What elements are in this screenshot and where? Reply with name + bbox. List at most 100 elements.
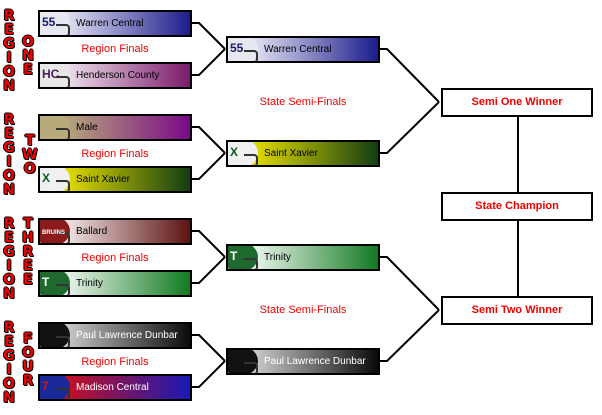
connector-region-3-top [192,230,226,258]
region-2-round-label: Region Finals [81,148,149,160]
region-letter: R [3,320,15,336]
connector-region-1-bottom [192,48,226,76]
connector-semi-4 [380,309,440,362]
region-letter: O [22,34,34,50]
team-name: Trinity [264,252,291,263]
connector-region-2-top [192,126,226,154]
region-letter: E [4,230,14,246]
helmet-icon [40,116,72,139]
semi-team-3[interactable]: T Trinity [226,244,380,271]
team-logo: 7 [42,379,49,393]
helmet-icon: X [228,142,260,165]
helmet-icon [40,324,72,347]
helmet-icon: HC [40,64,72,87]
team-logo: X [42,171,51,185]
team-logo: 55 [42,15,56,29]
helmet-icon: X [40,168,72,191]
region-letter: O [22,345,34,361]
state-champion-box[interactable]: State Champion [441,192,593,221]
team-logo: 55 [230,41,244,55]
region-letter: O [3,64,15,80]
region-letter: G [3,244,15,260]
region-letter: O [3,168,15,184]
region-1-team-1[interactable]: 55 Warren Central [38,10,192,37]
region-letter: E [4,334,14,350]
team-name: Paul Lawrence Dunbar [76,330,178,341]
team-name: Madison Central [76,382,149,393]
region-letter: N [3,78,15,94]
connector-semi-1 [380,48,440,103]
connector-semi-2 [380,101,440,154]
semi-team-1[interactable]: 55 Warren Central [226,36,380,63]
team-name: Warren Central [264,44,332,55]
region-3-team-2[interactable]: T Trinity [38,270,192,297]
region-letter: R [3,112,15,128]
region-letter: R [22,373,34,389]
connector-region-3-bottom [192,256,226,284]
region-letter: O [3,376,15,392]
team-name: Saint Xavier [264,148,318,159]
region-2-team-1[interactable]: Male [38,114,192,141]
team-logo: HC [42,67,60,81]
region-letter: N [3,182,15,198]
semi-one-winner-box[interactable]: Semi One Winner [441,88,593,117]
team-name: Henderson County [76,70,160,81]
team-logo: BRUINS [42,230,66,236]
region-letter: R [22,244,34,260]
region-letter: N [3,286,15,302]
region-letter: O [23,161,36,177]
team-name: Ballard [76,226,108,237]
region-letter: I [6,154,12,170]
region-letter: E [4,126,14,142]
region-4-team-1[interactable]: Paul Lawrence Dunbar [38,322,192,349]
region-2-team-2[interactable]: X Saint Xavier [38,166,192,193]
region-letter: H [22,230,34,246]
region-1-team-2[interactable]: HC Henderson County [38,62,192,89]
connector-region-4-bottom [192,360,226,388]
region-3-round-label: Region Finals [81,252,149,264]
region-4-round-label: Region Finals [81,356,149,368]
helmet-icon [228,350,260,373]
semi-team-4[interactable]: Paul Lawrence Dunbar [226,348,380,375]
region-letter: I [6,362,12,378]
helmet-icon: T [228,246,260,269]
region-letter: G [3,348,15,364]
region-letter: N [3,390,15,406]
helmet-icon: 55 [40,12,72,35]
helmet-icon: T [40,272,72,295]
region-letter: R [3,8,15,24]
semi-round-label-top: State Semi-Finals [259,96,347,108]
connector-region-1-top [192,22,226,50]
helmet-icon: 55 [228,38,260,61]
connector-region-2-bottom [192,152,226,180]
team-name: Saint Xavier [76,174,130,185]
region-4-team-2[interactable]: 7 Madison Central [38,374,192,401]
region-letter: U [22,359,34,375]
team-name: Trinity [76,278,103,289]
region-letter: W [22,147,38,163]
region-letter: E [23,258,33,274]
semi-two-winner-box[interactable]: Semi Two Winner [441,296,593,325]
team-name: Warren Central [76,18,144,29]
region-letter: T [24,133,35,149]
semi-team-2[interactable]: X Saint Xavier [226,140,380,167]
connector-semi-3 [380,256,440,311]
team-name: Paul Lawrence Dunbar [264,356,366,367]
helmet-icon: 7 [40,376,72,399]
connector-region-4-top [192,334,226,362]
region-letter: E [23,62,33,78]
region-letter: G [3,140,15,156]
region-letter: I [6,258,12,274]
team-logo: X [230,145,239,159]
region-3-team-1[interactable]: BRUINS Ballard [38,218,192,245]
region-letter: O [3,272,15,288]
region-letter: I [6,50,12,66]
team-name: Male [76,122,98,133]
